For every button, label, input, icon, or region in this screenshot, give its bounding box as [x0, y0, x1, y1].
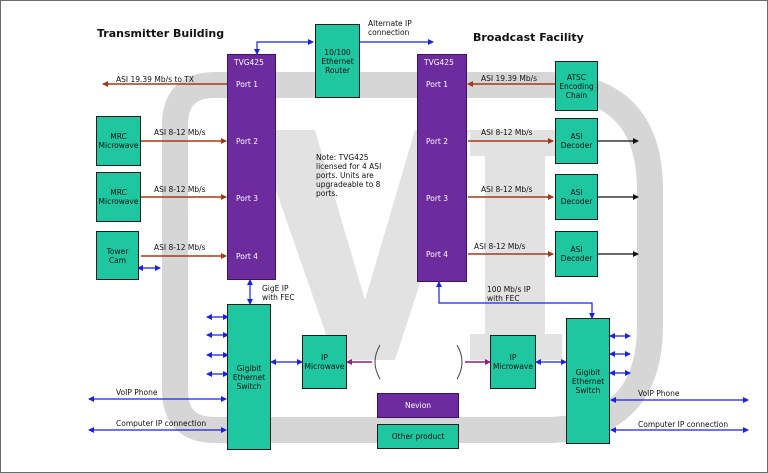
ip-100mb-label: 100 Mb/s IP with FEC [487, 285, 531, 303]
voip-phone-label: VoIP Phone [638, 389, 680, 398]
tvg425-broadcast[interactable]: TVG425 Port 1 Port 2 Port 3 Port 4 [417, 54, 467, 282]
ip-microwave-right[interactable]: IP Microwave [490, 335, 536, 389]
nevion-box[interactable]: Nevion [377, 393, 459, 418]
gigabit-ethernet-switch-left[interactable]: Gigibit Ethernet Switch [227, 304, 271, 450]
decoder-output-lines [598, 138, 639, 257]
tvg-port-1: Port 1 [426, 80, 449, 89]
computer-ip-label: Computer IP connection [638, 420, 729, 429]
mrc-microwave-2[interactable]: MRC Microwave [96, 172, 141, 222]
asi-rate-label: ASI 8-12 Mb/s [481, 185, 533, 194]
ethernet-router[interactable]: 10/100 Ethernet Router [315, 24, 360, 98]
asi-rate-label: ASI 8-12 Mb/s [474, 242, 526, 251]
tvg425-title: TVG425 [234, 58, 264, 67]
transmitter-building-heading: Transmitter Building [97, 27, 225, 40]
tvg-port-2: Port 2 [426, 137, 449, 146]
gige-ip-label: GigE IP with FEC [262, 284, 295, 302]
asi-rate-label: ASI 8-12 Mb/s [154, 243, 206, 252]
atsc-encoding-chain[interactable]: ATSC Encoding Chain [555, 61, 598, 111]
gigabit-ethernet-switch-right[interactable]: Gigibit Ethernet Switch [566, 318, 610, 444]
microwave-radio-link [346, 344, 491, 380]
computer-ip-label: Computer IP connection [116, 419, 207, 428]
licensing-note: Note: TVG425 licensed for 4 ASI ports. U… [316, 153, 382, 198]
tvg-port-4: Port 4 [236, 252, 259, 261]
asi-to-tx-label: ASI 19.39 Mb/s to TX [116, 75, 195, 84]
tvg-port-1: Port 1 [236, 80, 259, 89]
asi-rate-label: ASI 19.39 Mb/s [481, 74, 538, 83]
asi-rate-label: ASI 8-12 Mb/s [154, 128, 206, 137]
tvg425-title: TVG425 [424, 58, 454, 67]
asi-rate-label: ASI 8-12 Mb/s [154, 185, 206, 194]
tvg-port-2: Port 2 [236, 137, 259, 146]
ip-microwave-left[interactable]: IP Microwave [302, 335, 347, 389]
other-product-box[interactable]: Other product [377, 424, 459, 449]
broadcast-facility-heading: Broadcast Facility [473, 31, 584, 44]
alternate-ip-label: Alternate IP connection [368, 19, 412, 37]
asi-rate-label: ASI 8-12 Mb/s [481, 128, 533, 137]
voip-phone-label: VoIP Phone [116, 388, 158, 397]
tvg-port-3: Port 3 [236, 194, 259, 203]
ip-lines [88, 39, 749, 433]
tvg-port-3: Port 3 [426, 194, 449, 203]
tower-cam[interactable]: Tower Cam [96, 231, 139, 280]
tvg-port-4: Port 4 [426, 250, 449, 259]
mrc-microwave-1[interactable]: MRC Microwave [96, 116, 141, 166]
tvg425-transmitter[interactable]: TVG425 Port 1 Port 2 Port 3 Port 4 [227, 54, 276, 280]
asi-decoder-2[interactable]: ASI Decoder [555, 174, 598, 220]
asi-lines [102, 81, 555, 259]
asi-decoder-3[interactable]: ASI Decoder [555, 231, 598, 277]
asi-decoder-1[interactable]: ASI Decoder [555, 118, 598, 164]
